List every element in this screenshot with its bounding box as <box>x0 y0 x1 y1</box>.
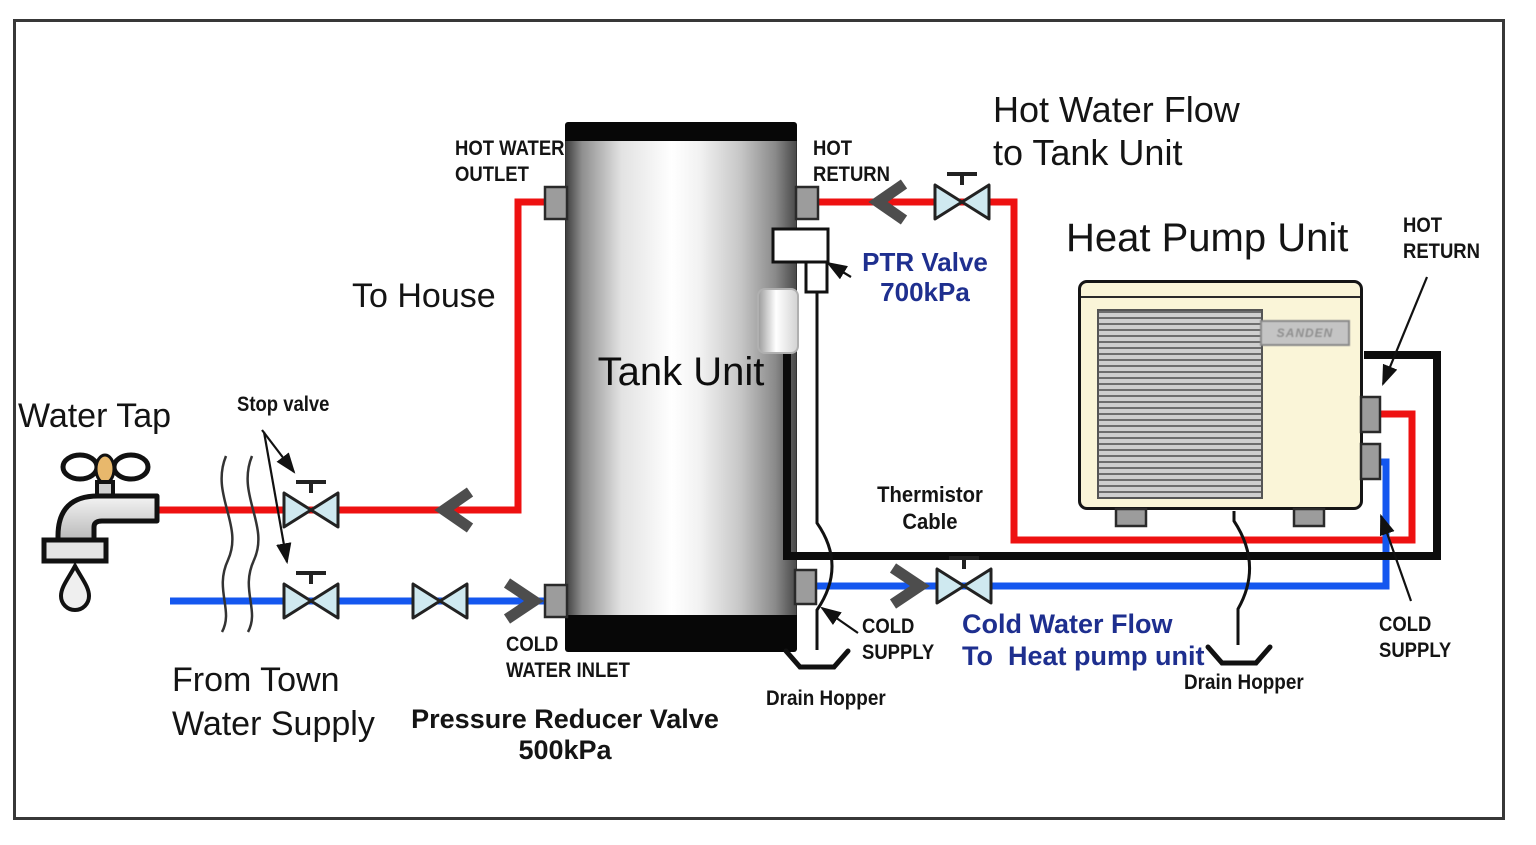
ptr-valve-label: PTR Valve 700kPa <box>862 247 988 307</box>
heat-pump-unit-label: Heat Pump Unit <box>1066 216 1349 260</box>
tank-body <box>565 141 797 615</box>
pressure-reducer-label: Pressure Reducer Valve 500kPa <box>411 704 719 766</box>
heat-pump-unit: SANDEN <box>1078 280 1363 510</box>
drain-hopper-tank-label: Drain Hopper <box>766 687 886 710</box>
cold-supply-tank-label: COLD SUPPLY <box>862 615 935 665</box>
cold-water-inlet-label: COLD WATER INLET <box>506 633 630 683</box>
tank-unit-label: Tank Unit <box>597 350 765 394</box>
from-town-label: From Town Water Supply <box>172 661 375 744</box>
hot-return-hp-label: HOT RETURN <box>1403 214 1480 264</box>
tank-unit: Tank Unit <box>565 122 797 652</box>
stop-valve-label: Stop valve <box>237 393 330 416</box>
heat-pump-brand-badge: SANDEN <box>1260 320 1350 346</box>
cold-supply-hp-label: COLD SUPPLY <box>1379 613 1452 663</box>
hot-water-flow-label: Hot Water Flow to Tank Unit <box>993 89 1240 174</box>
heat-pump-grille <box>1097 309 1263 499</box>
water-tap-label: Water Tap <box>18 397 172 435</box>
hot-return-tank-label: HOT RETURN <box>813 137 890 187</box>
drain-hopper-hp-label: Drain Hopper <box>1184 671 1304 694</box>
to-house-label: To House <box>352 277 496 315</box>
heat-pump-top-seam <box>1081 296 1360 298</box>
cold-water-flow-label: Cold Water Flow To Heat pump unit <box>962 609 1205 672</box>
hot-water-outlet-label: HOT WATER OUTLET <box>455 137 565 187</box>
thermistor-cable-label: Thermistor Cable <box>877 482 983 534</box>
tank-base <box>565 615 797 652</box>
diagram-border <box>13 19 1505 820</box>
tank-cap <box>565 122 797 141</box>
